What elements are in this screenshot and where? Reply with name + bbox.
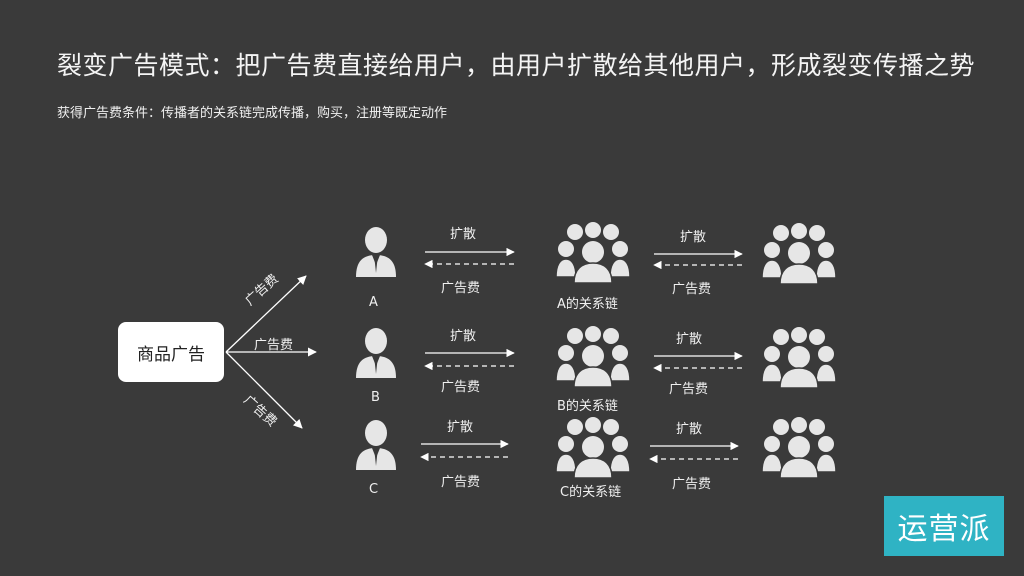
chain-label-b: B的关系链 (557, 399, 618, 414)
fee-label-c-2: 广告费 (672, 477, 712, 492)
page-title: 裂变广告模式：把广告费直接给用户，由用户扩散给其他用户，形成裂变传播之势 (57, 51, 976, 80)
chain-label-c: C的关系链 (560, 485, 622, 500)
branch-label-b: 广告费 (254, 338, 294, 353)
group-icon (762, 223, 836, 284)
group-icon (762, 327, 836, 388)
person-icon (356, 420, 396, 470)
branch-label-a: 广告费 (243, 272, 282, 309)
branch-arrow-c (225, 351, 303, 429)
branch-arrow-a (225, 275, 307, 353)
group-icon (762, 417, 836, 478)
group-icon (556, 326, 630, 387)
person-label-b: B (371, 390, 380, 405)
person-icon (356, 227, 396, 277)
spread-label-a-2: 扩散 (680, 230, 707, 245)
person-icon (356, 328, 396, 378)
spread-label-c-2: 扩散 (676, 422, 703, 437)
spread-label-b-2: 扩散 (676, 332, 703, 347)
spread-label-a-1: 扩散 (450, 227, 477, 242)
group-icon (556, 417, 630, 478)
person-label-a: A (369, 295, 378, 310)
person-label-c: C (369, 482, 379, 497)
fee-label-a-1: 广告费 (441, 281, 481, 296)
fee-label-c-1: 广告费 (441, 475, 481, 490)
spread-label-c-1: 扩散 (447, 420, 474, 435)
fee-label-b-1: 广告费 (441, 380, 481, 395)
page-subtitle: 获得广告费条件：传播者的关系链完成传播，购买，注册等既定动作 (57, 106, 448, 121)
fee-label-b-2: 广告费 (669, 382, 709, 397)
source-node: 商品广告 (118, 322, 224, 382)
chain-label-a: A的关系链 (557, 297, 618, 312)
group-icon (556, 222, 630, 283)
fee-label-a-2: 广告费 (672, 282, 712, 297)
branch-label-c: 广告费 (240, 393, 279, 430)
brand-logo: 运营派 (884, 496, 1004, 556)
spread-label-b-1: 扩散 (450, 329, 477, 344)
